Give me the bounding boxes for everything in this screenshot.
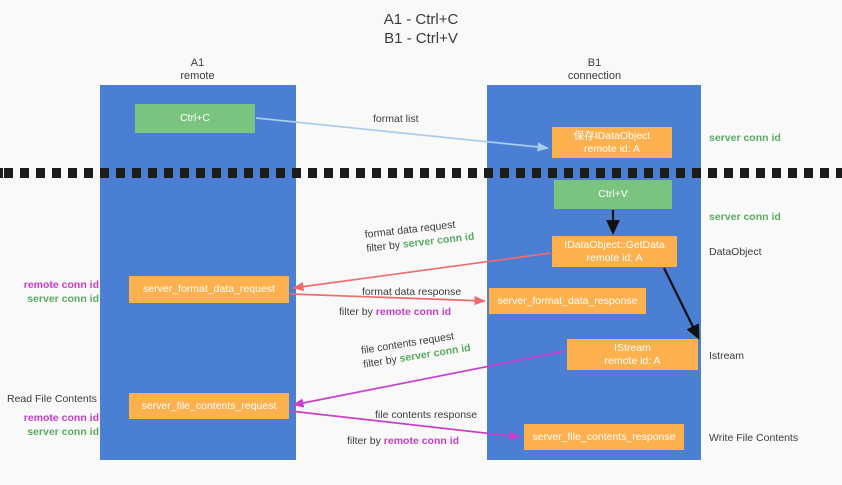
phase-separator-dashed-line (0, 168, 842, 178)
node-idataobject-getdata-label: IDataObject::GetData (564, 238, 665, 251)
column-a1-name: A1 (190, 57, 205, 69)
node-istream-label: IStream (614, 341, 651, 354)
node-server-file-contents-response[interactable]: server_file_contents_response (524, 424, 684, 450)
node-save-idataobject-sublabel: remote id: A (583, 142, 641, 155)
node-server-format-data-request[interactable]: server_format_data_request (129, 276, 289, 303)
left-label-conn-ids-upper: remote conn id server conn id (7, 278, 99, 306)
edge-label-file-contents-response-filter: filter by remote conn id (347, 434, 459, 448)
node-ctrl-v-label: Ctrl+V (598, 188, 628, 200)
node-ctrl-c-label: Ctrl+C (179, 112, 211, 124)
left-remote-conn-id-upper: remote conn id (23, 279, 99, 291)
side-label-dataobject: DataObject (709, 246, 762, 258)
node-idataobject-getdata[interactable]: IDataObject::GetData remote id: A (552, 236, 677, 267)
edge-label-file-contents-response: file contents response (375, 409, 478, 421)
node-ctrl-c[interactable]: Ctrl+C (135, 104, 255, 133)
left-server-conn-id-upper: server conn id (27, 293, 99, 305)
node-istream-sublabel: remote id: A (604, 354, 661, 367)
side-label-server-conn-id-mid: server conn id (709, 211, 781, 223)
side-label-istream: Istream (709, 350, 745, 362)
node-server-file-contents-request[interactable]: server_file_contents_request (129, 393, 289, 419)
node-istream[interactable]: IStream remote id: A (567, 339, 698, 370)
left-remote-conn-id-lower: remote conn id (23, 412, 99, 424)
edge-label-format-data-request: format data request filter by server con… (364, 216, 475, 256)
node-server-file-contents-response-label: server_file_contents_response (532, 430, 676, 443)
title-line-1: A1 - Ctrl+C (383, 11, 459, 28)
column-header-a1: A1 remote (100, 57, 295, 83)
left-label-read-file-contents: Read File Contents (7, 393, 97, 405)
node-server-file-contents-request-label: server_file_contents_request (141, 399, 277, 412)
left-label-conn-ids-lower: remote conn id server conn id (7, 411, 99, 439)
node-save-idataobject-label: 保存IDataObject (573, 129, 651, 142)
node-server-format-data-response-label: server_format_data_response (497, 294, 638, 307)
column-a1-role: remote (180, 70, 215, 82)
column-b1-role: connection (567, 70, 622, 82)
edge-label-format-data-response: format data response (362, 286, 462, 298)
edge-label-format-list: format list (373, 113, 419, 125)
filter-value-remote-conn-id: remote conn id (383, 435, 460, 447)
column-header-b1: B1 connection (487, 57, 702, 83)
column-b1-name: B1 (587, 57, 602, 69)
node-ctrl-v[interactable]: Ctrl+V (554, 180, 672, 209)
filter-value-remote-conn-id: remote conn id (375, 306, 452, 318)
filter-prefix: filter by (339, 306, 376, 318)
node-server-format-data-response[interactable]: server_format_data_response (489, 288, 646, 314)
page-title: A1 - Ctrl+C B1 - Ctrl+V (0, 10, 842, 48)
filter-prefix: filter by (347, 435, 384, 447)
edge-label-format-data-response-filter: filter by remote conn id (339, 305, 451, 319)
title-line-2: B1 - Ctrl+V (384, 30, 458, 47)
node-server-format-data-request-label: server_format_data_request (143, 283, 275, 295)
node-save-idataobject[interactable]: 保存IDataObject remote id: A (552, 127, 672, 158)
left-server-conn-id-lower: server conn id (27, 426, 99, 438)
node-idataobject-getdata-sublabel: remote id: A (586, 251, 643, 264)
side-label-write-file-contents: Write File Contents (709, 432, 799, 444)
edge-label-file-contents-request: file contents request filter by server c… (360, 327, 472, 372)
side-label-server-conn-id-top: server conn id (709, 132, 781, 144)
filter-prefix: filter by (365, 238, 404, 255)
